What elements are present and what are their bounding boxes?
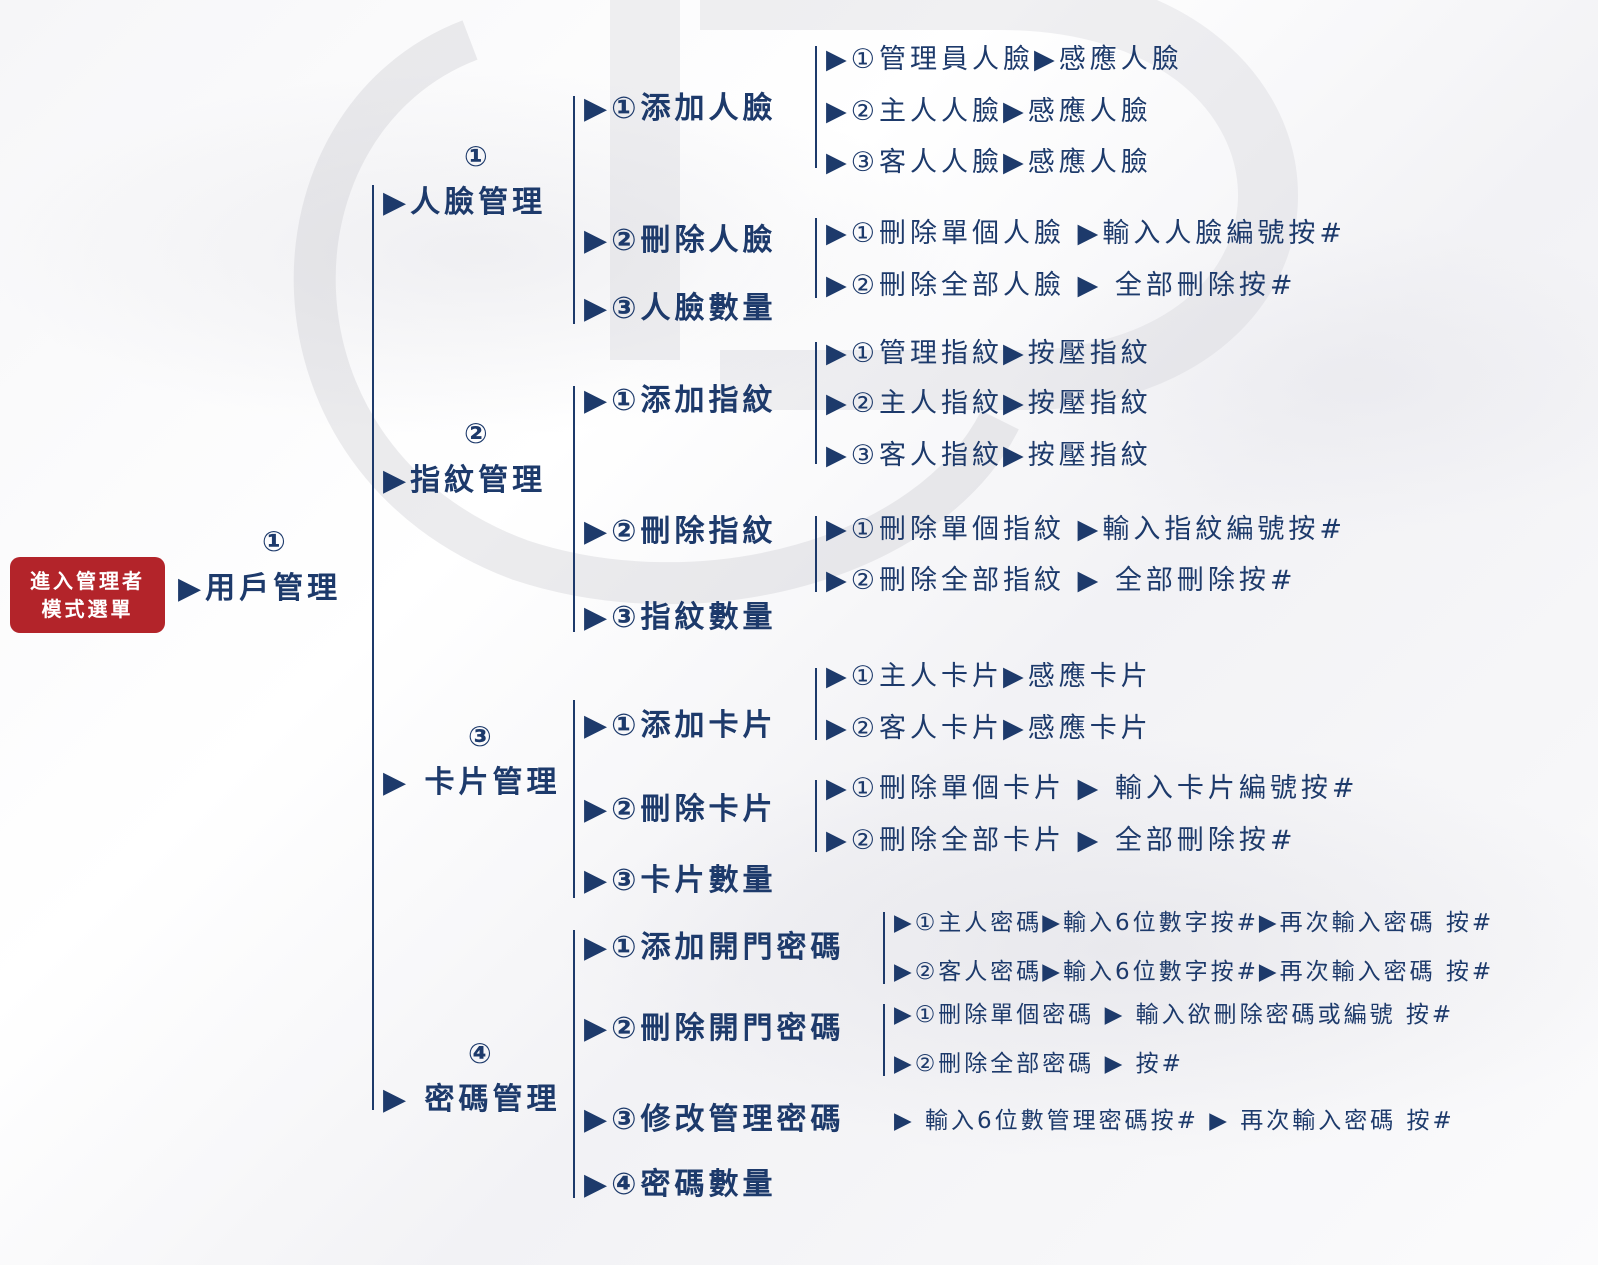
admin-mode-menu-badge[interactable]: 進入管理者 模式選單 [10, 557, 165, 633]
card-branch-line [573, 700, 575, 898]
finger-delete-node[interactable]: ▶②刪除指紋 [584, 514, 777, 549]
face-mgmt-node[interactable]: ▶人臉管理 [383, 185, 547, 220]
badge-line-1: 進入管理者 [30, 569, 145, 593]
password-branch-line [573, 930, 575, 1198]
password-modify-node[interactable]: ▶③修改管理密碼 [584, 1102, 845, 1137]
password-delete-branch-line [883, 1004, 885, 1076]
face-add-item-2[interactable]: ▶②主人人臉▶感應人臉 [826, 96, 1152, 127]
user-mgmt-node[interactable]: ▶用戶管理 [178, 571, 342, 606]
password-mgmt-number: ④ [468, 1037, 492, 1070]
card-add-item-2[interactable]: ▶②客人卡片▶感應卡片 [826, 713, 1152, 744]
finger-mgmt-node[interactable]: ▶指紋管理 [383, 463, 547, 498]
face-delete-branch-line [815, 218, 817, 298]
face-branch-line [573, 96, 575, 324]
password-add-item-1[interactable]: ▶①主人密碼▶輸入6位數字按#▶再次輸入密碼 按# [894, 910, 1495, 936]
password-delete-item-2[interactable]: ▶②刪除全部密碼 ▶ 按# [894, 1051, 1184, 1077]
face-mgmt-number: ① [464, 140, 488, 173]
finger-mgmt-number: ② [464, 417, 488, 450]
card-add-branch-line [815, 668, 817, 740]
card-count-node[interactable]: ▶③卡片數量 [584, 863, 777, 898]
finger-delete-item-1[interactable]: ▶①刪除單個指紋 ▶輸入指紋編號按# [826, 514, 1346, 545]
card-delete-branch-line [815, 780, 817, 852]
face-delete-item-2[interactable]: ▶②刪除全部人臉 ▶ 全部刪除按# [826, 270, 1297, 301]
face-add-item-1[interactable]: ▶①管理員人臉▶感應人臉 [826, 44, 1183, 75]
card-delete-item-2[interactable]: ▶②刪除全部卡片 ▶ 全部刪除按# [826, 825, 1297, 856]
finger-add-node[interactable]: ▶①添加指紋 [584, 383, 777, 418]
face-delete-node[interactable]: ▶②刪除人臉 [584, 223, 777, 258]
user-mgmt-number: ① [262, 525, 286, 558]
face-delete-item-1[interactable]: ▶①刪除單個人臉 ▶輸入人臉編號按# [826, 218, 1346, 249]
password-modify-item[interactable]: ▶ 輸入6位數管理密碼按# ▶ 再次輸入密碼 按# [894, 1108, 1455, 1134]
password-count-node[interactable]: ▶④密碼數量 [584, 1167, 777, 1202]
category-branch-line [372, 185, 374, 1110]
password-delete-item-1[interactable]: ▶①刪除單個密碼 ▶ 輸入欲刪除密碼或編號 按# [894, 1002, 1455, 1028]
card-delete-item-1[interactable]: ▶①刪除單個卡片 ▶ 輸入卡片編號按# [826, 773, 1359, 804]
face-add-item-3[interactable]: ▶③客人人臉▶感應人臉 [826, 147, 1152, 178]
password-add-branch-line [883, 912, 885, 984]
finger-branch-line [573, 386, 575, 632]
password-add-item-2[interactable]: ▶②客人密碼▶輸入6位數字按#▶再次輸入密碼 按# [894, 959, 1495, 985]
password-add-node[interactable]: ▶①添加開門密碼 [584, 930, 845, 965]
finger-delete-branch-line [815, 516, 817, 592]
finger-delete-item-2[interactable]: ▶②刪除全部指紋 ▶ 全部刪除按# [826, 565, 1297, 596]
card-add-node[interactable]: ▶①添加卡片 [584, 708, 777, 743]
finger-add-item-1[interactable]: ▶①管理指紋▶按壓指紋 [826, 338, 1152, 369]
face-add-branch-line [815, 46, 817, 168]
password-delete-node[interactable]: ▶②刪除開門密碼 [584, 1011, 845, 1046]
badge-line-2: 模式選單 [41, 597, 134, 621]
password-mgmt-node[interactable]: ▶ 密碼管理 [383, 1082, 561, 1117]
finger-count-node[interactable]: ▶③指紋數量 [584, 600, 777, 635]
card-delete-node[interactable]: ▶②刪除卡片 [584, 792, 777, 827]
card-mgmt-node[interactable]: ▶ 卡片管理 [383, 765, 561, 800]
card-mgmt-number: ③ [468, 720, 492, 753]
face-add-node[interactable]: ▶①添加人臉 [584, 91, 777, 126]
finger-add-item-3[interactable]: ▶③客人指紋▶按壓指紋 [826, 440, 1152, 471]
finger-add-branch-line [815, 342, 817, 464]
card-add-item-1[interactable]: ▶①主人卡片▶感應卡片 [826, 661, 1152, 692]
face-count-node[interactable]: ▶③人臉數量 [584, 291, 777, 326]
finger-add-item-2[interactable]: ▶②主人指紋▶按壓指紋 [826, 388, 1152, 419]
